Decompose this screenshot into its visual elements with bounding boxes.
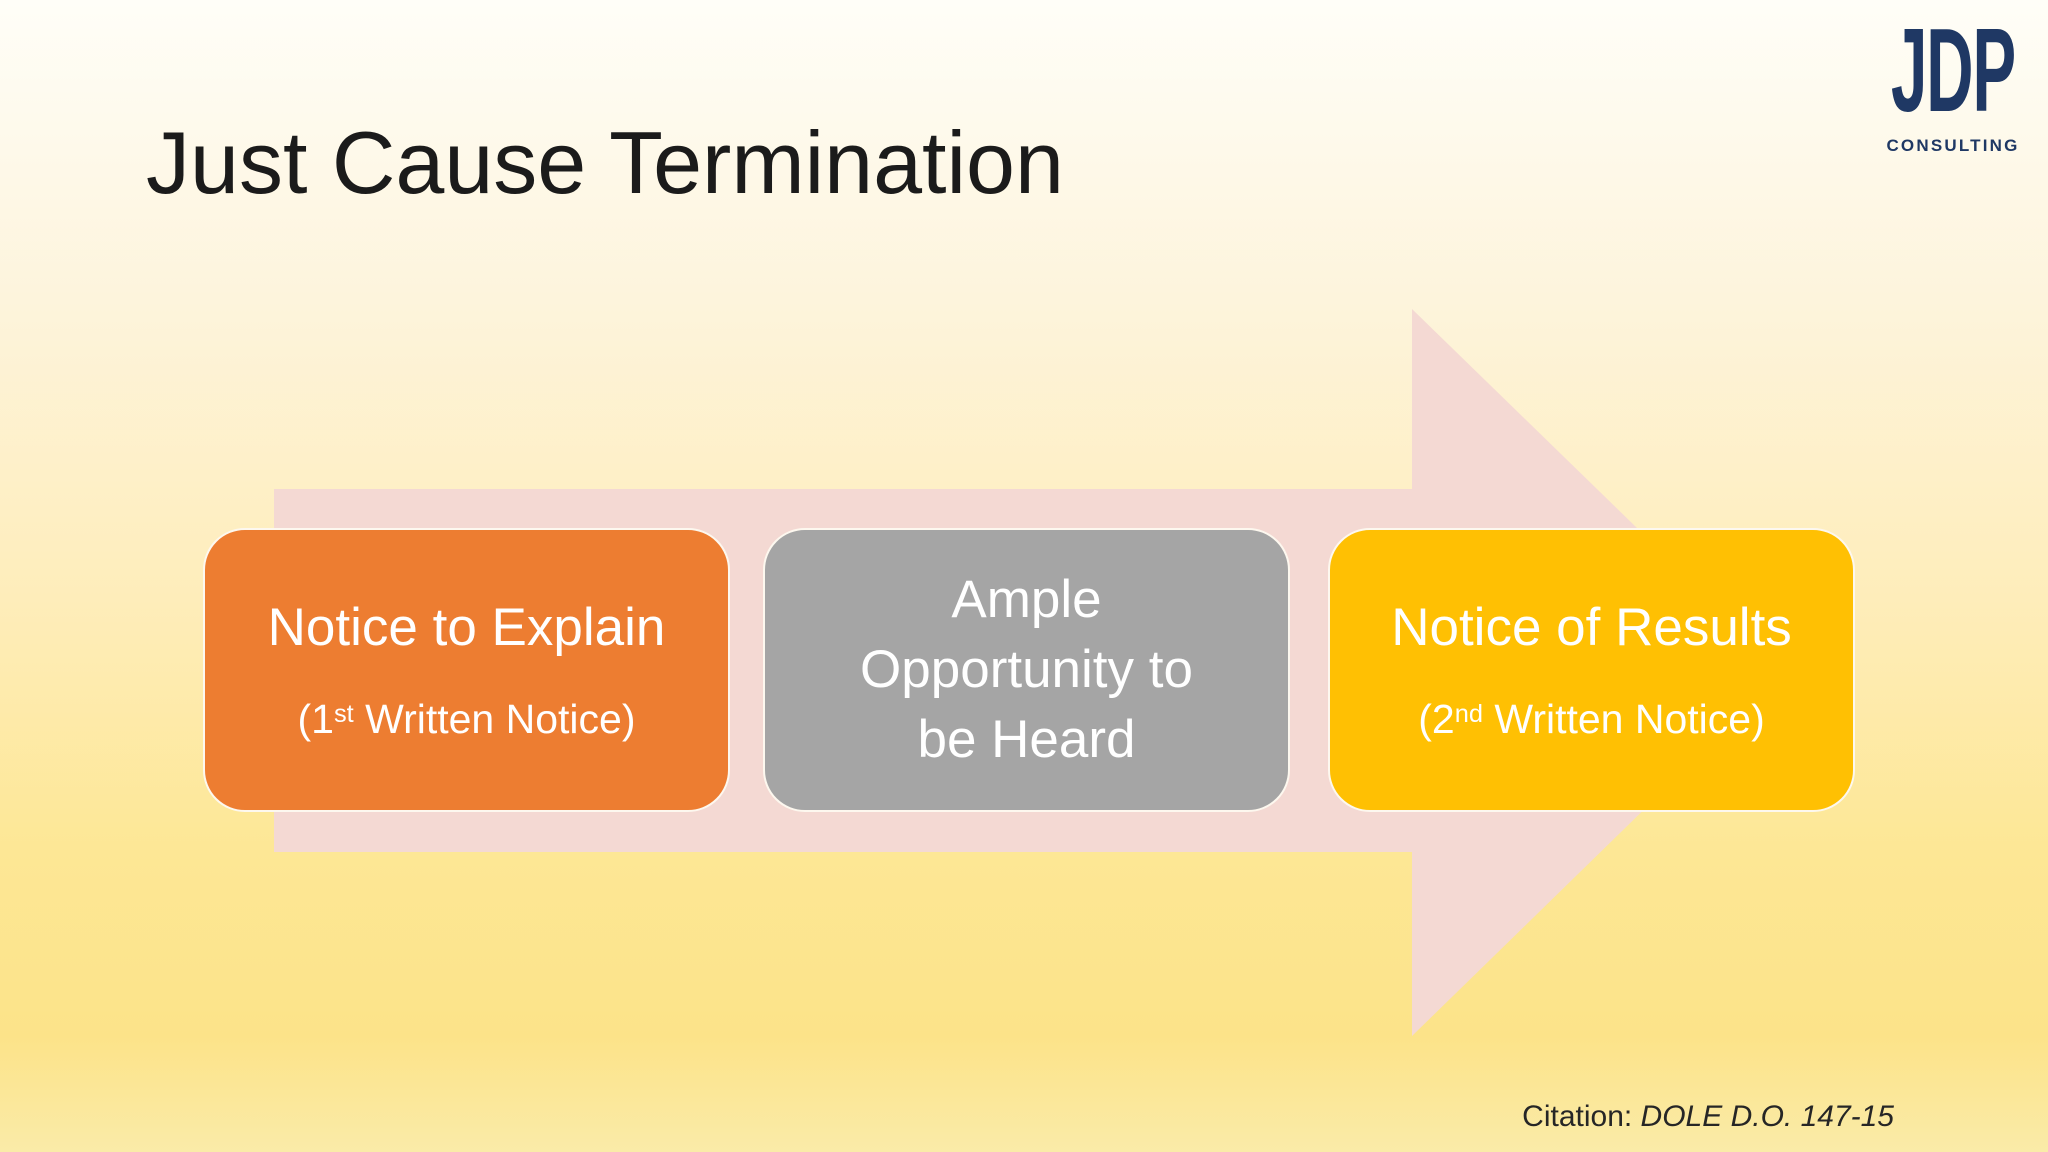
jdp-logo-subtext: CONSULTING xyxy=(1886,136,2020,156)
step1-subtitle-suffix: Written Notice) xyxy=(353,696,636,743)
jdp-logo: JDP CONSULTING xyxy=(1823,0,2048,156)
step3-subtitle-prefix: (2 xyxy=(1418,696,1455,743)
step2-title: Ample Opportunity to be Heard xyxy=(860,565,1193,775)
citation: Citation: DOLE D.O. 147-15 xyxy=(1522,1100,1894,1134)
step1-subtitle: (1st Written Notice) xyxy=(298,695,636,744)
step3-subtitle: (2nd Written Notice) xyxy=(1418,695,1765,744)
process-step-ample-opportunity: Ample Opportunity to be Heard xyxy=(763,528,1290,812)
step3-title: Notice of Results xyxy=(1391,597,1792,657)
step2-title-line2: Opportunity to xyxy=(860,640,1193,700)
process-step-notice-to-explain: Notice to Explain (1st Written Notice) xyxy=(203,528,730,812)
jdp-logo-text: JDP xyxy=(1890,4,2016,137)
step3-subtitle-superscript: nd xyxy=(1454,699,1483,728)
process-step-notice-of-results: Notice of Results (2nd Written Notice) xyxy=(1328,528,1855,812)
citation-reference: DOLE D.O. 147-15 xyxy=(1640,1100,1894,1133)
step3-subtitle-suffix: Written Notice) xyxy=(1482,696,1765,743)
step2-title-line1: Ample xyxy=(951,570,1102,630)
step1-subtitle-prefix: (1 xyxy=(297,696,334,743)
citation-label: Citation: xyxy=(1522,1100,1641,1133)
step1-title: Notice to Explain xyxy=(267,597,666,657)
step2-title-line3: be Heard xyxy=(917,709,1136,769)
step1-subtitle-superscript: st xyxy=(333,699,354,728)
page-title: Just Cause Termination xyxy=(146,113,1064,212)
